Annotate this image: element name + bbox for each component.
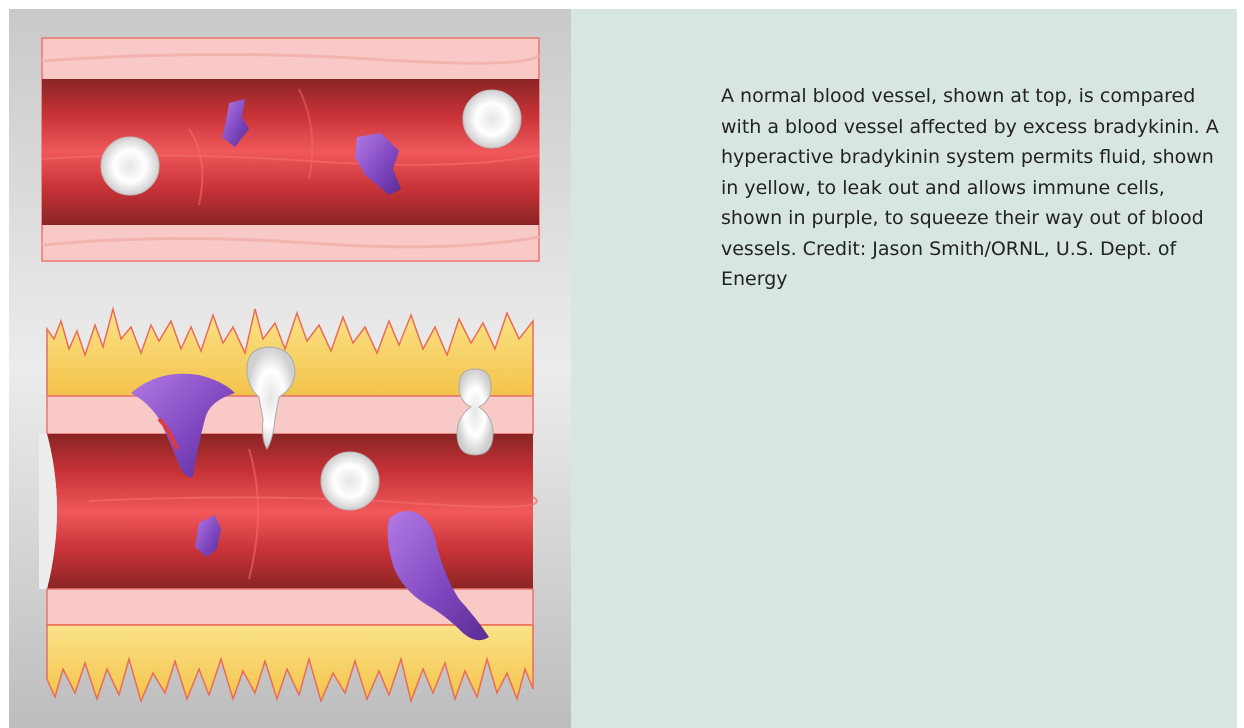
image-caption: A normal blood vessel, shown at top, is … [721, 81, 1221, 295]
blood-vessel-illustration [9, 9, 571, 728]
content-panel: A normal blood vessel, shown at top, is … [9, 9, 1237, 728]
normal-vessel [42, 38, 539, 261]
affected-vessel [39, 309, 537, 701]
